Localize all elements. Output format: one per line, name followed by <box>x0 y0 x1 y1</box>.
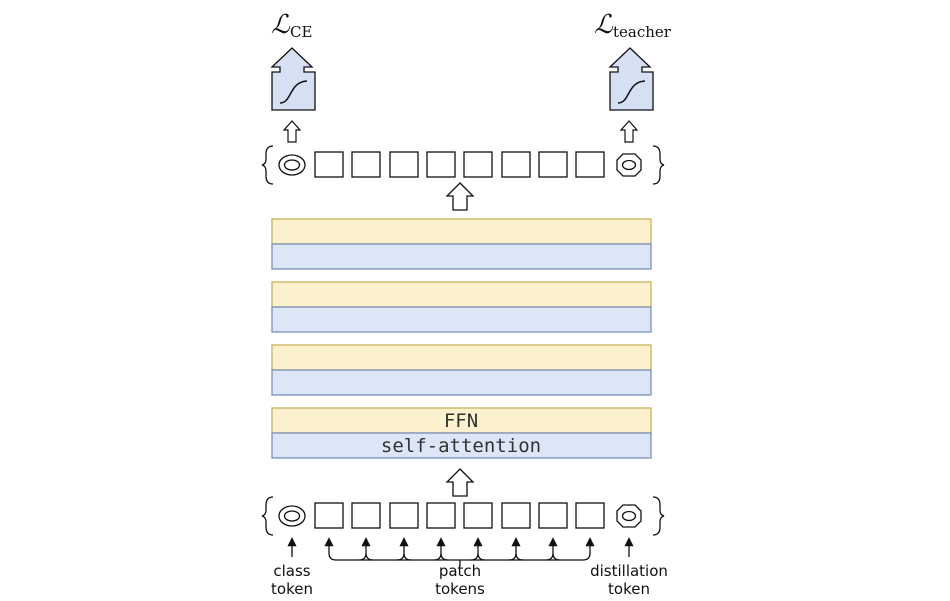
patch-tokens-label-line1: patch <box>439 562 481 580</box>
patch-token <box>314 151 344 178</box>
patch-token <box>351 502 381 529</box>
teacher-head <box>608 47 654 111</box>
patch-token <box>426 151 456 178</box>
distillation-token-label-line2: token <box>608 580 650 598</box>
patch-token <box>389 502 419 529</box>
class-token-label-line2: token <box>271 580 313 598</box>
attention-block <box>271 369 652 396</box>
patch-tokens-label-line2: tokens <box>435 580 485 598</box>
transformer-layer-2 <box>271 281 652 333</box>
sigmoid-icon <box>279 80 308 104</box>
arrow-up-icon <box>619 120 639 143</box>
sigmoid-icon <box>617 80 646 104</box>
distillation-token-icon <box>616 504 642 528</box>
patch-token <box>575 151 605 178</box>
brace-left-icon <box>261 496 274 536</box>
output-token-row <box>261 145 665 185</box>
patch-token <box>463 502 493 529</box>
attention-block <box>271 306 652 333</box>
loss-ce-symbol: ℒ <box>271 10 291 40</box>
ffn-label: FFN <box>444 410 478 432</box>
ffn-block <box>271 407 652 434</box>
transformer-layer-1 <box>271 218 652 270</box>
transformer-layer-3 <box>271 344 652 396</box>
distillation-token-icon <box>616 153 642 177</box>
loss-teacher-label: ℒ teacher <box>594 10 672 41</box>
input-token-row <box>261 496 665 536</box>
patch-token <box>575 502 605 529</box>
loss-teacher-subscript: teacher <box>613 23 672 41</box>
transformer-layer-4: FFN self-attention <box>271 407 652 459</box>
ce-head <box>270 47 316 111</box>
patch-token <box>426 502 456 529</box>
ffn-block <box>271 344 652 371</box>
loss-ce-subscript: CE <box>290 23 312 41</box>
patch-token <box>351 151 381 178</box>
brace-right-icon <box>652 496 665 536</box>
class-token-label-line1: class <box>273 562 310 580</box>
distillation-token-label-line1: distillation <box>590 562 668 580</box>
brace-left-icon <box>261 145 274 185</box>
ce-head-shape <box>270 47 316 111</box>
ffn-block <box>271 281 652 308</box>
patch-token <box>389 151 419 178</box>
loss-ce-label: ℒ CE <box>271 10 312 41</box>
patch-token <box>314 502 344 529</box>
teacher-head-shape <box>608 47 654 111</box>
class-token-icon <box>278 154 306 176</box>
loss-teacher-symbol: ℒ <box>594 10 614 40</box>
patch-token <box>538 502 568 529</box>
attention-label: self-attention <box>381 435 541 457</box>
arrow-up-icon <box>445 468 475 497</box>
patch-token <box>501 502 531 529</box>
arrow-up-icon <box>282 120 302 143</box>
patch-token <box>501 151 531 178</box>
patch-token <box>463 151 493 178</box>
attention-block <box>271 432 652 459</box>
class-token-icon <box>278 505 306 527</box>
patch-token <box>538 151 568 178</box>
patch-tokens-connector <box>324 537 595 566</box>
brace-right-icon <box>652 145 665 185</box>
arrow-up-icon <box>445 182 475 211</box>
ffn-block <box>271 218 652 245</box>
attention-block <box>271 243 652 270</box>
